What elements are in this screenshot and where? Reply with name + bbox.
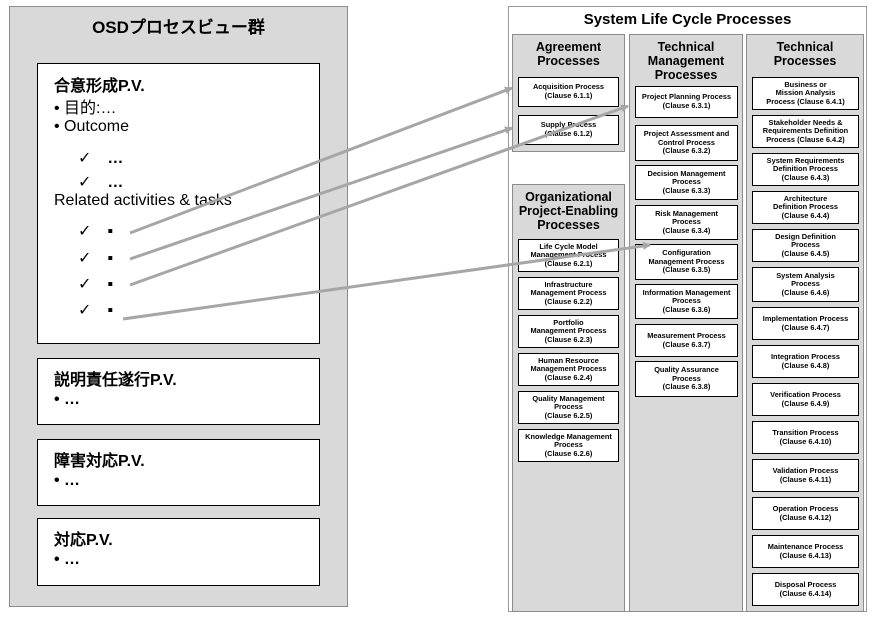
task-item: ✓ ▪	[78, 250, 114, 267]
process-box: Knowledge Management Process (Clause 6.2…	[518, 429, 619, 462]
agreement-pv-purpose: • 目的:…	[54, 100, 117, 117]
process-box: Configuration Management Process (Clause…	[635, 244, 738, 280]
outcome-item: ✓ …	[78, 174, 124, 191]
process-box: Human Resource Management Process (Claus…	[518, 353, 619, 386]
incident-pv-box: 障害対応P.V. • …	[37, 439, 320, 506]
response-pv-bullet: • …	[54, 551, 81, 568]
outcome-item: ✓ …	[78, 150, 124, 167]
process-box: System Requirements Definition Process (…	[752, 153, 859, 186]
process-box: Business or Mission Analysis Process (Cl…	[752, 77, 859, 110]
process-box: Information Management Process (Clause 6…	[635, 284, 738, 319]
organizational-processes-column: Organizational Project-Enabling Processe…	[512, 184, 625, 612]
agreement-pv-outcome: • Outcome	[54, 118, 129, 135]
process-box: Decision Management Process (Clause 6.3.…	[635, 165, 738, 200]
incident-pv-bullet: • …	[54, 472, 81, 489]
process-box: Operation Process (Clause 6.4.12)	[752, 497, 859, 530]
process-box: Project Assessment and Control Process (…	[635, 125, 738, 161]
osd-panel-title: OSDプロセスビュー群	[92, 18, 265, 37]
task-item: ✓ ▪	[78, 223, 114, 240]
agreement-heading: Agreement Processes	[535, 40, 602, 68]
incident-pv-title: 障害対応P.V.	[54, 453, 145, 470]
process-box: Portfolio Management Process (Clause 6.2…	[518, 315, 619, 348]
life-cycle-title: System Life Cycle Processes	[583, 11, 792, 28]
agreement-pv-title: 合意形成P.V.	[54, 78, 145, 95]
process-box: Implementation Process (Clause 6.4.7)	[752, 307, 859, 340]
process-box: Architecture Definition Process (Clause …	[752, 191, 859, 224]
process-box: Project Planning Process (Clause 6.3.1)	[635, 86, 738, 118]
process-box: Validation Process (Clause 6.4.11)	[752, 459, 859, 492]
process-box: Design Definition Process (Clause 6.4.5)	[752, 229, 859, 262]
process-box: Quality Assurance Process (Clause 6.3.8)	[635, 361, 738, 397]
osd-process-view-panel: OSDプロセスビュー群 合意形成P.V. • 目的:… • Outcome ✓ …	[9, 6, 348, 607]
process-box: System Analysis Process (Clause 6.4.6)	[752, 267, 859, 302]
system-life-cycle-panel: System Life Cycle Processes Agreement Pr…	[508, 6, 867, 612]
process-box: Stakeholder Needs & Requirements Definit…	[752, 115, 859, 148]
process-box: Disposal Process (Clause 6.4.14)	[752, 573, 859, 606]
accountability-pv-box: 説明責任遂行P.V. • …	[37, 358, 320, 425]
technical-management-heading: Technical Management Processes	[647, 40, 725, 82]
organizational-heading: Organizational Project-Enabling Processe…	[518, 190, 619, 232]
process-box: Integration Process (Clause 6.4.8)	[752, 345, 859, 378]
process-box: Maintenance Process (Clause 6.4.13)	[752, 535, 859, 568]
accountability-pv-bullet: • …	[54, 391, 81, 408]
task-item: ✓ ▪	[78, 276, 114, 293]
response-pv-box: 対応P.V. • …	[37, 518, 320, 586]
process-box: Infrastructure Management Process (Claus…	[518, 277, 619, 310]
technical-processes-column: Technical Processes Business or Mission …	[746, 34, 864, 612]
process-box: Transition Process (Clause 6.4.10)	[752, 421, 859, 454]
process-box: Quality Management Process (Clause 6.2.5…	[518, 391, 619, 424]
process-box: Acquisition Process (Clause 6.1.1)	[518, 77, 619, 107]
process-box: Measurement Process (Clause 6.3.7)	[635, 324, 738, 357]
response-pv-title: 対応P.V.	[54, 532, 113, 549]
arrow-to-acquisition	[129, 86, 513, 235]
arrow-to-project-planning	[129, 104, 629, 287]
technical-management-column: Technical Management Processes Project P…	[629, 34, 743, 612]
task-item: ✓ ▪	[78, 302, 114, 319]
arrow-to-configuration	[122, 242, 651, 321]
process-box: Verification Process (Clause 6.4.9)	[752, 383, 859, 416]
process-box: Risk Management Process (Clause 6.3.4)	[635, 205, 738, 240]
accountability-pv-title: 説明責任遂行P.V.	[54, 372, 177, 389]
technical-heading: Technical Processes	[773, 40, 837, 68]
related-activities-label: Related activities & tasks	[54, 192, 232, 209]
arrow-to-supply	[129, 126, 513, 261]
